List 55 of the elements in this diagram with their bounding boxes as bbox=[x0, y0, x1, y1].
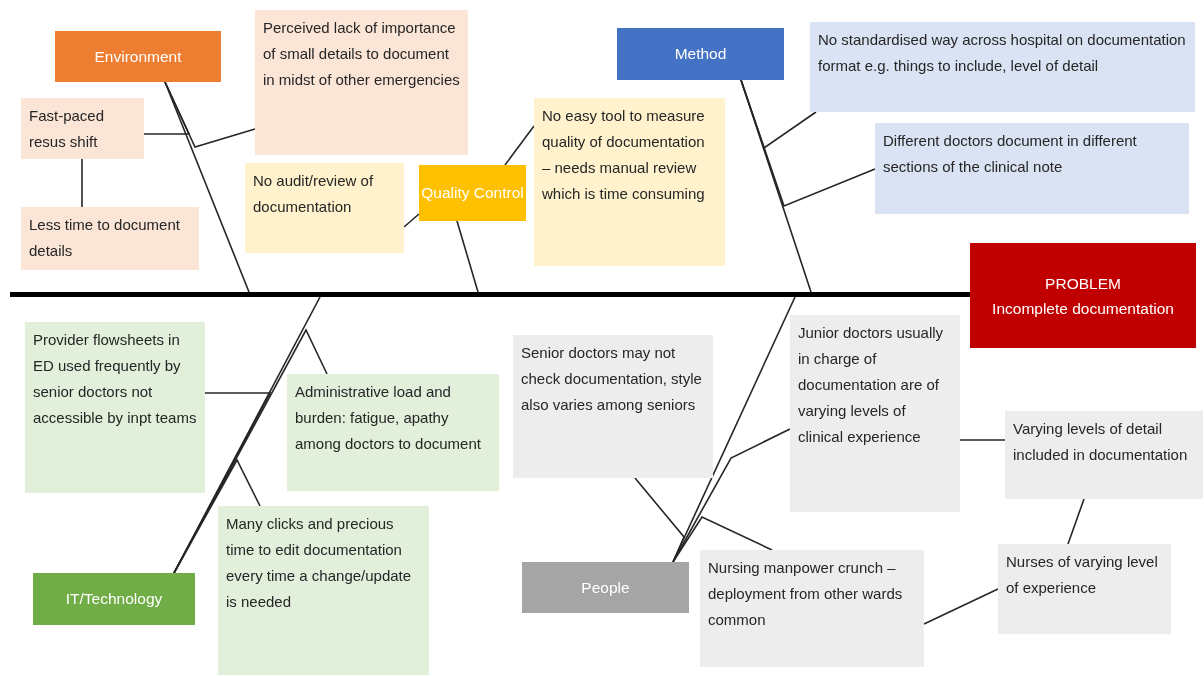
cause-box bbox=[534, 98, 725, 266]
cause-box bbox=[998, 544, 1171, 634]
cause-box bbox=[287, 374, 499, 491]
cause-box bbox=[875, 123, 1189, 214]
connector-line bbox=[143, 81, 191, 135]
connector-line bbox=[173, 458, 261, 574]
connector-line bbox=[1067, 498, 1085, 545]
cause-text: Different doctors document in different sections of the clinical note bbox=[883, 131, 1138, 177]
cause-text: Many clicks and precious time to edit documentation every time a change/update is needed bbox=[226, 514, 413, 612]
category-box bbox=[617, 28, 784, 80]
cause-text: Varying levels of detail included in documentation bbox=[1013, 419, 1189, 465]
cause-text: Senior doctors may not check documentation, style also varies among seniors bbox=[521, 343, 703, 415]
cause-box bbox=[21, 98, 144, 159]
cause-box bbox=[25, 322, 205, 493]
connector-line bbox=[672, 515, 773, 563]
cause-text: Provider flowsheets in ED used frequently by senior doctors not accessible by inpt teams bbox=[33, 330, 197, 428]
cause-box bbox=[700, 550, 924, 667]
cause-box bbox=[21, 207, 199, 270]
problem-heading: PROBLEM bbox=[1045, 273, 1121, 294]
cause-box bbox=[1005, 411, 1203, 499]
category-box bbox=[55, 31, 221, 82]
cause-text: Nurses of varying level of experience bbox=[1006, 552, 1159, 598]
cause-box bbox=[790, 315, 960, 512]
cause-text: Nursing manpower crunch – deployment from other wards common bbox=[708, 558, 904, 630]
cause-box bbox=[810, 22, 1195, 112]
cause-box bbox=[513, 335, 713, 478]
cause-box bbox=[245, 163, 404, 253]
connector-line bbox=[81, 158, 83, 208]
category-box bbox=[522, 562, 689, 613]
category-box bbox=[33, 573, 195, 625]
cause-text: Perceived lack of importance of small details to document in midst of other emergencies bbox=[263, 18, 460, 90]
category-label: Environment bbox=[94, 47, 182, 66]
connector-line bbox=[672, 428, 791, 563]
connector-line bbox=[403, 213, 420, 228]
cause-text: Administrative load and burden: fatigue, apathy among doctors to document bbox=[295, 382, 482, 454]
connector-line bbox=[923, 588, 999, 625]
category-label: People bbox=[581, 578, 630, 597]
cause-text: No standardised way across hospital on documentation format e.g. things to include, level of detail bbox=[818, 30, 1187, 76]
cause-box bbox=[218, 506, 429, 675]
cause-text: Fast-paced resus shift bbox=[29, 106, 106, 152]
connector-line bbox=[740, 79, 876, 208]
connector-line bbox=[504, 125, 535, 166]
cause-text: No easy tool to measure quality of documentation – needs manual review which is time consuming bbox=[542, 106, 706, 204]
problem-box bbox=[970, 243, 1196, 348]
cause-box bbox=[255, 10, 468, 155]
cause-text: Less time to document details bbox=[29, 215, 181, 261]
category-box bbox=[419, 165, 526, 221]
category-label: Quality Control bbox=[421, 184, 524, 202]
cause-text: No audit/review of documentation bbox=[253, 171, 375, 217]
bone-line bbox=[456, 220, 479, 293]
category-label: Method bbox=[674, 45, 727, 63]
problem-text: Incomplete documentation bbox=[992, 298, 1174, 319]
category-label: IT/Technology bbox=[65, 590, 163, 608]
connector-line bbox=[959, 439, 1006, 441]
cause-text: Junior doctors usually in charge of documentation are of varying levels of clinical experience bbox=[798, 323, 945, 447]
